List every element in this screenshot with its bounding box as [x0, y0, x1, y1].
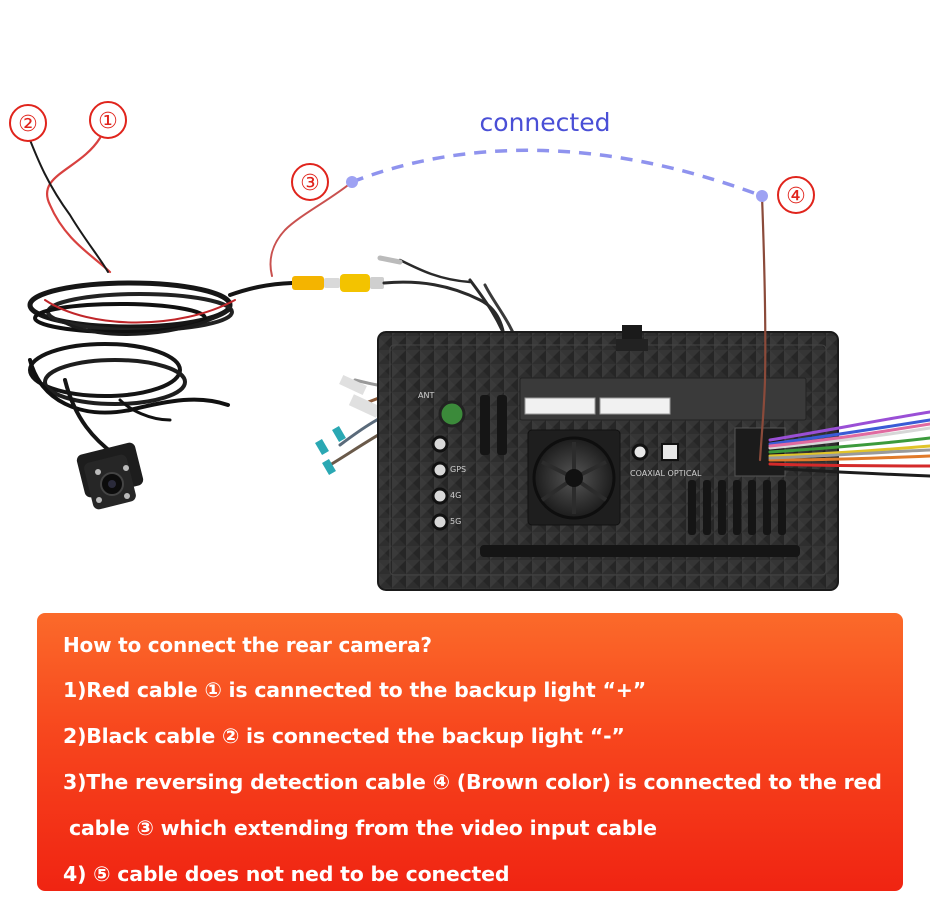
- gps-label: GPS: [450, 465, 466, 474]
- socket-2: [431, 461, 449, 479]
- optical-socket: [661, 443, 679, 461]
- red-cable-3: [269, 181, 353, 277]
- white-plug-2: [599, 397, 671, 415]
- instruction-step-3a: 3)The reversing detection cable ④ (Brown…: [63, 770, 882, 794]
- gps-socket: [431, 435, 449, 453]
- 5g-socket: [431, 513, 449, 531]
- harness-wires: [768, 410, 930, 478]
- callout-1: ①: [89, 101, 127, 139]
- connected-dashed-arc: [351, 148, 763, 198]
- instruction-step-1: 1)Red cable ① is cannected to the backup…: [63, 678, 646, 702]
- black-cable-2: [29, 139, 109, 273]
- brown-cable-4: [758, 194, 767, 462]
- instruction-step-3b: cable ③ which extending from the video i…: [69, 816, 657, 840]
- label-2: ②: [18, 112, 38, 137]
- red-cable-1: [46, 136, 112, 274]
- antenna-leads: [315, 374, 382, 476]
- connected-label: connected: [480, 108, 611, 137]
- rca-connector: [292, 274, 384, 292]
- instructions-title: How to connect the rear camera?: [63, 633, 432, 657]
- coaxial-optical-label: COAXIAL OPTICAL: [630, 469, 702, 478]
- coaxial-socket: [631, 443, 649, 461]
- connect-point-4: [756, 190, 768, 202]
- connect-point-3: [346, 176, 358, 188]
- label-4: ④: [786, 184, 806, 209]
- wiring-diagram: ANT GPS 4G 5G: [9, 101, 930, 591]
- 5g-label: 5G: [450, 517, 461, 526]
- ant-label: ANT: [418, 391, 434, 400]
- instruction-step-2: 2)Black cable ② is connected the backup …: [63, 724, 625, 748]
- camera-cable-bundle: [27, 136, 294, 457]
- rear-camera: [76, 442, 144, 510]
- 4g-label: 4G: [450, 491, 461, 500]
- head-unit: ANT GPS 4G 5G: [377, 325, 839, 591]
- callout-2: ②: [9, 104, 47, 142]
- instructions-panel: How to connect the rear camera? 1)Red ca…: [37, 613, 903, 891]
- callout-4: ④: [777, 176, 815, 214]
- label-3: ③: [300, 171, 320, 196]
- 4g-socket: [431, 487, 449, 505]
- ant-socket: [438, 400, 466, 428]
- instruction-step-4: 4) ⑤ cable does not ned to be conected: [63, 862, 510, 886]
- label-1: ①: [98, 109, 118, 134]
- white-plug-1: [524, 397, 596, 415]
- callout-3: ③: [291, 163, 329, 201]
